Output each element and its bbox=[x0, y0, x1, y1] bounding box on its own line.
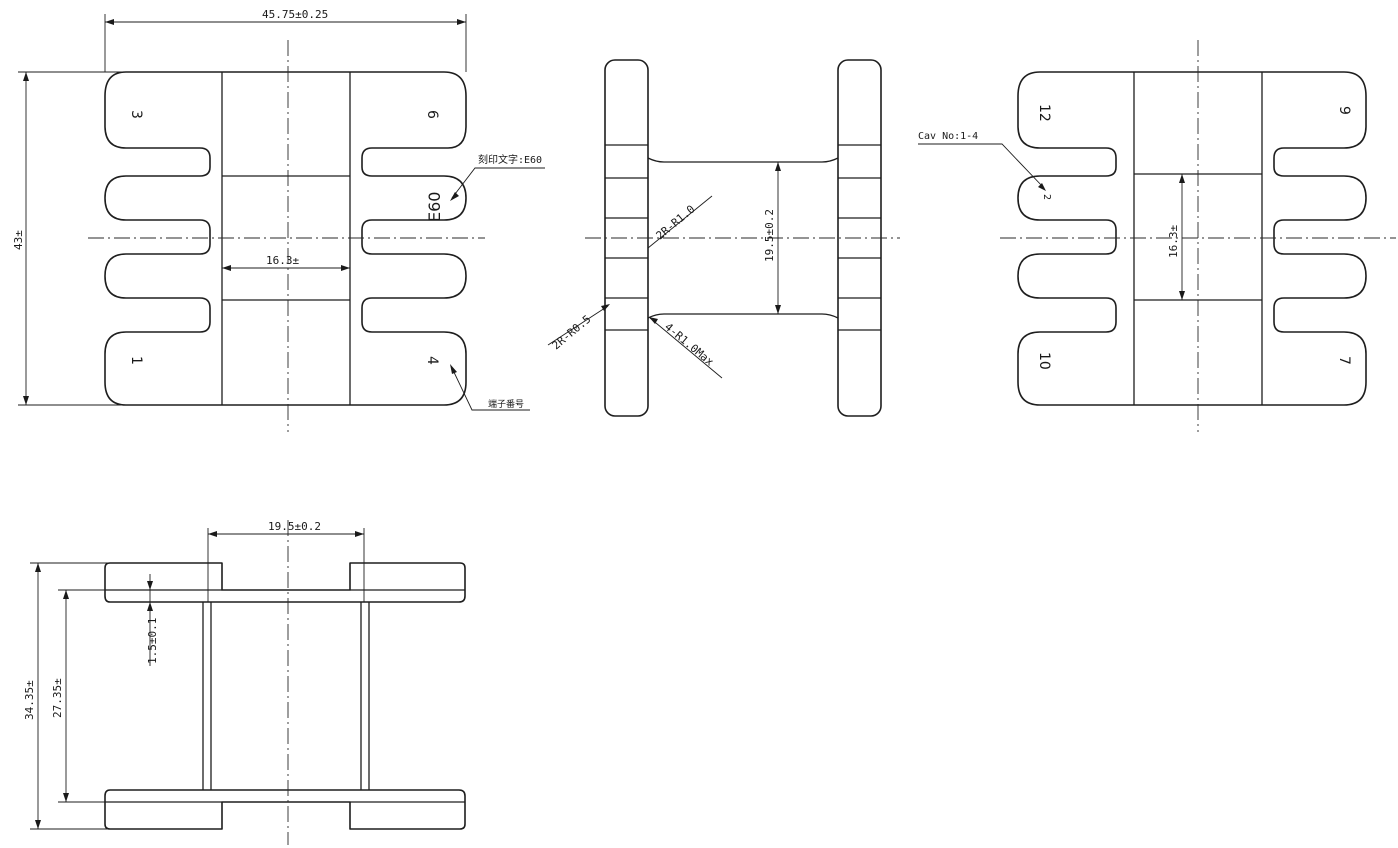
side-core-top bbox=[647, 157, 839, 163]
marking-text: E60 bbox=[425, 192, 444, 222]
dim-height-label: 43± bbox=[12, 230, 25, 250]
pin-number-10: 10 bbox=[1036, 352, 1052, 370]
leader-line-r2 bbox=[547, 305, 609, 346]
arrow-head bbox=[35, 563, 41, 572]
pin-number-12: 12 bbox=[1036, 104, 1052, 122]
arrow-head bbox=[450, 192, 459, 201]
arrow-head bbox=[601, 304, 610, 311]
arrow-head bbox=[649, 317, 658, 324]
leader-line-r3 bbox=[649, 317, 723, 379]
cav-note: Cav No:1-4 bbox=[918, 131, 978, 142]
front-view-right: 16.3± 12 9 10 7 2 Cav No:1-4 bbox=[918, 40, 1396, 432]
marking-note: 刻印文字:E60 bbox=[478, 153, 542, 166]
arrow-head bbox=[35, 820, 41, 829]
arrow-head bbox=[1038, 183, 1046, 191]
arrow-head bbox=[63, 793, 69, 802]
radius-label-r3: 4-R1.0Max bbox=[662, 320, 716, 369]
bottom-view: 19.5±0.2 1.5±0.1 34.35± 27.35± bbox=[23, 520, 466, 845]
leader-line-r1 bbox=[647, 195, 713, 249]
pin-number-1: 1 bbox=[128, 356, 144, 365]
arrow-head bbox=[775, 162, 781, 171]
front-left-outline bbox=[104, 71, 467, 406]
arrow-head bbox=[775, 305, 781, 314]
dim-thickness-label: 1.5±0.1 bbox=[146, 618, 159, 664]
radius-label-r1: 2R-R1.0 bbox=[654, 203, 698, 243]
arrow-head bbox=[450, 364, 457, 374]
radius-label-r2: 2R-R0.5 bbox=[550, 313, 594, 353]
cav-number: 2 bbox=[1041, 194, 1052, 200]
side-view: 19.5±0.2 2R-R1.0 2R-R0.5 4-R1.0Max bbox=[547, 59, 900, 417]
bottom-posts bbox=[202, 602, 370, 790]
side-flange-segments bbox=[605, 144, 881, 331]
arrow-head bbox=[1179, 291, 1185, 300]
arrow-head bbox=[341, 265, 350, 271]
pin-number-9: 9 bbox=[1336, 106, 1352, 115]
dim-width-label: 45.75±0.25 bbox=[262, 8, 328, 21]
bottom-top-flange bbox=[104, 562, 466, 603]
dim-bottom-width-label: 19.5±0.2 bbox=[268, 520, 321, 533]
dim-bottom-inner-label: 27.35± bbox=[51, 678, 64, 718]
dim-side-height-label: 19.5±0.2 bbox=[763, 209, 776, 262]
arrow-head bbox=[63, 590, 69, 599]
dim-right-inner-label: 16.3± bbox=[1167, 225, 1180, 258]
pin-number-7: 7 bbox=[1336, 356, 1352, 365]
front-right-outline bbox=[1017, 71, 1367, 406]
arrow-head bbox=[457, 19, 466, 25]
dim-inner-label: 16.3± bbox=[266, 254, 299, 267]
arrow-head bbox=[147, 581, 153, 590]
arrow-head bbox=[23, 72, 29, 81]
bottom-bottom-flange bbox=[104, 789, 466, 830]
pin-note: 端子番号 bbox=[488, 398, 524, 410]
arrow-head bbox=[208, 531, 217, 537]
leader-line-marking bbox=[451, 167, 545, 199]
dim-bottom-outer-label: 34.35± bbox=[23, 680, 36, 720]
arrow-head bbox=[222, 265, 231, 271]
arrow-head bbox=[355, 531, 364, 537]
arrow-head bbox=[1179, 174, 1185, 183]
leader-line-cav bbox=[918, 143, 1045, 189]
arrow-head bbox=[105, 19, 114, 25]
front-view-left: 45.75±0.25 43± 16.3± 3 6 1 4 E60 刻印文字:E6… bbox=[12, 8, 545, 432]
side-core-bottom bbox=[647, 313, 839, 319]
pin-number-6: 6 bbox=[424, 110, 440, 119]
arrow-head bbox=[147, 602, 153, 611]
leader-line-pin bbox=[451, 367, 530, 411]
pin-number-4: 4 bbox=[424, 356, 440, 365]
arrow-head bbox=[23, 396, 29, 405]
pin-number-3: 3 bbox=[128, 110, 144, 119]
